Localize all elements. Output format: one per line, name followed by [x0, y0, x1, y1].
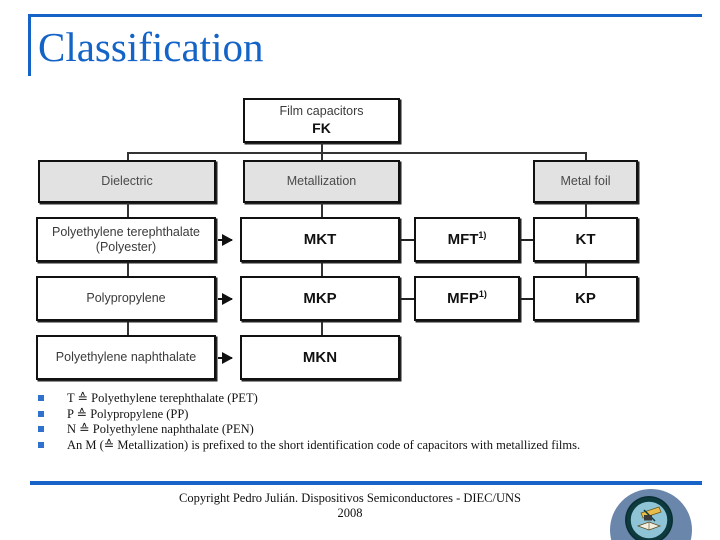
- footer-divider: [30, 481, 702, 485]
- connector-pet-to-pp: [127, 262, 129, 276]
- node-mkp: MKP: [240, 276, 400, 321]
- node-material-pet: Polyethylene terephthalate (Polyester): [36, 217, 216, 262]
- footnote-item: T ≙ Polyethylene terephthalate (PET): [0, 391, 700, 406]
- node-material-pp-line1: Polypropylene: [86, 291, 166, 305]
- node-mkt-label: MKT: [303, 231, 337, 248]
- node-film-capacitors-code: FK: [312, 120, 331, 136]
- footnote-text: T ≙ Polyethylene terephthalate (PET): [67, 391, 258, 405]
- node-mkn: MKN: [240, 335, 400, 380]
- connector-dielectric-to-pet: [127, 203, 129, 217]
- node-metallization: Metallization: [243, 160, 400, 203]
- arrow-pp-to-mkp: [218, 293, 233, 305]
- footnote-item: P ≙ Polypropylene (PP): [0, 407, 700, 422]
- connector-bus-drop-metalfoil: [585, 152, 587, 165]
- node-kt: KT: [533, 217, 638, 262]
- page-title: Classification: [38, 24, 264, 70]
- node-material-pp: Polypropylene: [36, 276, 216, 321]
- connector-kt-to-kp: [585, 262, 587, 276]
- node-metal-foil-label: Metal foil: [560, 174, 611, 188]
- footnote-text: An M (≙ Metallization) is prefixed to th…: [67, 437, 581, 452]
- connector-metallization-to-mkt: [321, 203, 323, 217]
- node-kt-label: KT: [575, 231, 596, 248]
- university-seal-icon: [625, 496, 673, 540]
- connector-metalfoil-to-kt: [585, 203, 587, 217]
- node-mft-footnote-marker: 1): [478, 230, 487, 240]
- connector-bus: [127, 152, 586, 154]
- bullet-square-icon: [38, 426, 44, 432]
- footnotes-list: T ≙ Polyethylene terephthalate (PET) P ≙…: [0, 391, 700, 453]
- footer-copyright: Copyright Pedro Julián. Dispositivos Sem…: [0, 491, 700, 521]
- node-kp-label: KP: [575, 290, 596, 307]
- connector-pp-to-pen: [127, 321, 129, 335]
- node-mft-label: MFT1): [447, 230, 487, 248]
- bullet-square-icon: [38, 441, 44, 448]
- classification-diagram: Film capacitors FK Dielectric Metallizat…: [36, 98, 638, 380]
- connector-bus-drop-metallization: [321, 152, 323, 165]
- node-mfp-footnote-marker: 1): [478, 289, 487, 299]
- node-mft: MFT1): [414, 217, 520, 262]
- node-mfp-label: MFP1): [447, 289, 487, 307]
- node-material-pen: Polyethylene naphthalate: [36, 335, 216, 380]
- node-kp: KP: [533, 276, 638, 321]
- node-film-capacitors-label: Film capacitors: [279, 104, 364, 118]
- university-logo: [610, 489, 692, 540]
- node-metallization-label: Metallization: [286, 174, 357, 188]
- footer-copyright-line2: 2008: [337, 506, 363, 520]
- footnote-text: P ≙ Polypropylene (PP): [67, 406, 189, 421]
- footer-copyright-line1: Copyright Pedro Julián. Dispositivos Sem…: [179, 491, 521, 505]
- node-mkn-label: MKN: [302, 349, 338, 366]
- node-material-pet-line2: (Polyester): [95, 239, 157, 254]
- node-mkp-label: MKP: [303, 290, 337, 307]
- connector-mkp-to-mkn: [321, 321, 323, 335]
- arrow-pet-to-mkt: [218, 234, 233, 246]
- node-mkt: MKT: [240, 217, 400, 262]
- node-film-capacitors: Film capacitors FK: [243, 98, 400, 143]
- bullet-square-icon: [38, 410, 44, 417]
- connector-mkt-to-mkp: [321, 262, 323, 276]
- link-mfp-kp: [520, 298, 533, 300]
- node-metal-foil: Metal foil: [533, 160, 638, 203]
- title-decoration-frame: [28, 14, 702, 76]
- node-mfp: MFP1): [414, 276, 520, 321]
- node-dielectric: Dielectric: [38, 160, 216, 203]
- bullet-square-icon: [38, 395, 44, 401]
- node-material-pen-line1: Polyethylene naphthalate: [55, 350, 197, 364]
- connector-bus-drop-dielectric: [127, 152, 129, 165]
- link-mkp-mfp: [400, 298, 414, 300]
- footnote-text: N ≙ Polyethylene naphthalate (PEN): [67, 422, 254, 436]
- node-dielectric-label: Dielectric: [101, 174, 153, 188]
- link-mkt-mft: [400, 239, 414, 241]
- footnote-item: N ≙ Polyethylene naphthalate (PEN): [0, 422, 700, 437]
- arrow-pen-to-mkn: [218, 352, 233, 364]
- footnote-item: An M (≙ Metallization) is prefixed to th…: [0, 438, 700, 453]
- link-mft-kt: [520, 239, 533, 241]
- node-material-pet-line1: Polyethylene terephthalate: [51, 224, 201, 239]
- connector-root-stem: [321, 143, 323, 153]
